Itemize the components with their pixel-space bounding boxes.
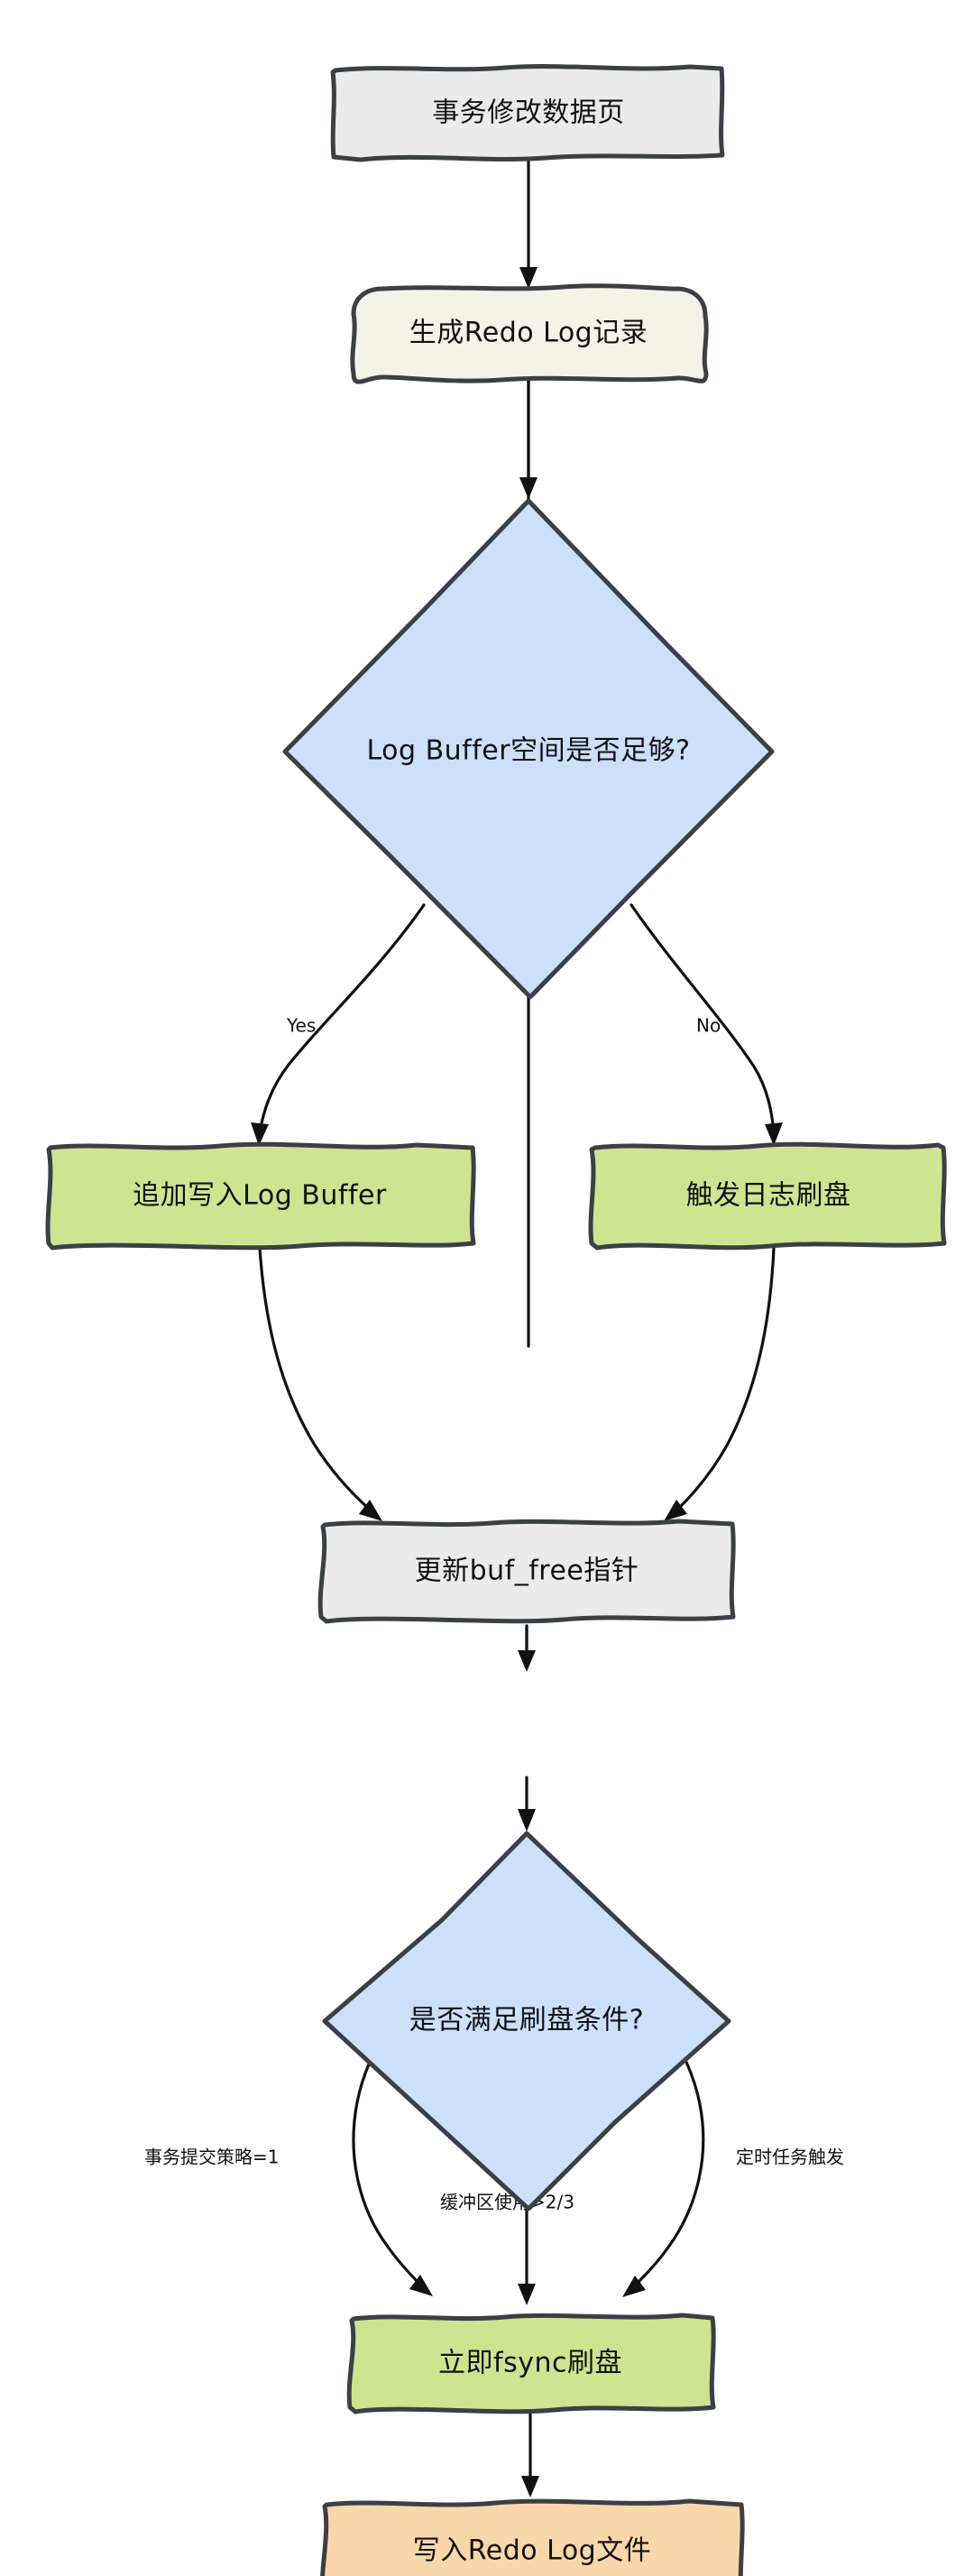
edge-n6-n7 [518, 1624, 536, 1672]
edge-label-buffer-usage: 缓冲区使用>2/3 [440, 2192, 574, 2213]
edge-n6-box-to-diamond [518, 1776, 536, 1832]
node-decision-log-buffer-space[interactable]: Log Buffer空间是否足够? [282, 498, 775, 1000]
node-label-n2: 生成Redo Log记录 [409, 318, 648, 349]
edge-n3-n5-no: No [629, 903, 783, 1146]
edge-n3-n4-yes: Yes [251, 903, 426, 1146]
edge-n1-n2 [519, 157, 538, 289]
edge-label-no: No [696, 1015, 721, 1037]
node-label-n8: 立即fsync刷盘 [438, 2348, 622, 2379]
node-label-n6: 更新buf_free指针 [415, 1556, 639, 1587]
edge-n4-n6 [258, 1246, 382, 1521]
node-immediate-fsync[interactable]: 立即fsync刷盘 [346, 2313, 716, 2414]
node-write-redo-log-file[interactable]: 写入Redo Log文件 [320, 2498, 745, 2576]
node-label-n9: 写入Redo Log文件 [413, 2535, 651, 2567]
node-generate-redo-log[interactable]: 生成Redo Log记录 [350, 283, 709, 384]
edge-layer: Yes No [144, 157, 844, 2498]
node-append-to-log-buffer[interactable]: 追加写入Log Buffer [45, 1141, 476, 1251]
edge-n8-n9 [521, 2412, 539, 2498]
node-decision-flush-condition[interactable]: 是否满足刷盘条件? [322, 1831, 731, 2211]
edge-label-yes: Yes [286, 1015, 316, 1037]
edge-label-timer-trigger: 定时任务触发 [736, 2147, 844, 2168]
node-update-buf-free-pointer[interactable]: 更新buf_free指针 [317, 1519, 736, 1624]
node-trigger-log-flush[interactable]: 触发日志刷盘 [588, 1141, 947, 1251]
edge-label-commit-policy: 事务提交策略=1 [144, 2147, 279, 2168]
node-label-n1: 事务修改数据页 [432, 97, 625, 129]
node-transaction-modify-page[interactable]: 事务修改数据页 [330, 64, 725, 162]
node-label-n7: 是否满足刷盘条件? [409, 2005, 644, 2036]
node-label-n3: Log Buffer空间是否足够? [366, 735, 690, 767]
node-label-n4: 追加写入Log Buffer [133, 1180, 387, 1212]
edge-n7-n8-timer-trigger: 定时任务触发 [598, 1956, 844, 2297]
edge-n5-n6 [664, 1246, 776, 1521]
node-label-n5: 触发日志刷盘 [686, 1180, 851, 1212]
